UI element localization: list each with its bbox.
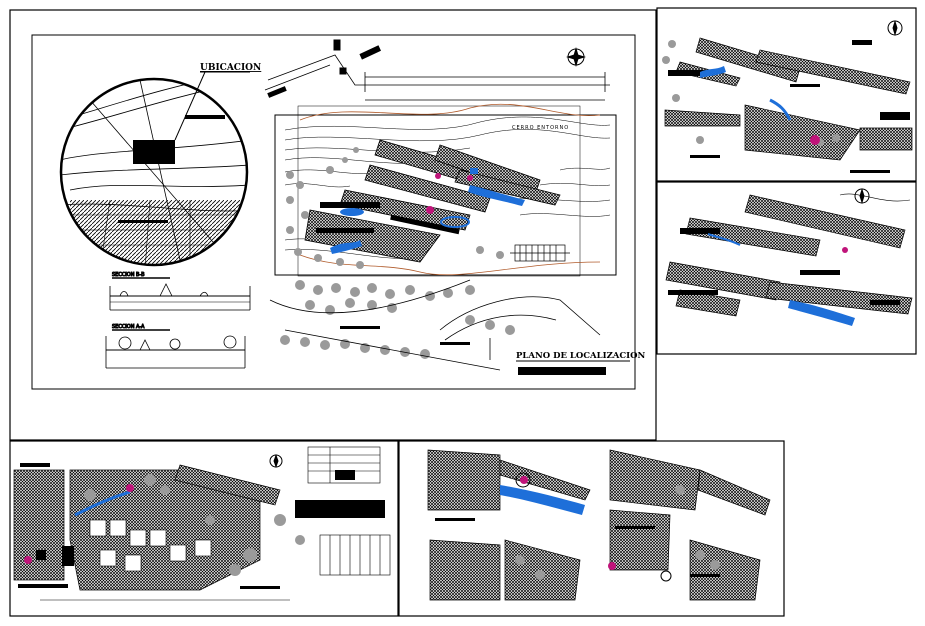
panel-bottom-right-frame xyxy=(398,440,785,617)
panel-top-right-1-frame xyxy=(656,7,917,182)
north-arrow-icon xyxy=(269,454,283,468)
detail-panel-4 xyxy=(427,449,771,601)
inner-sheet-border xyxy=(31,34,636,390)
access-road xyxy=(264,39,610,101)
section-b-b: SECCION B-B xyxy=(109,272,251,311)
ubicacion-label: UBICACION xyxy=(200,63,261,73)
detail-panel-1 xyxy=(662,20,913,173)
pond xyxy=(340,208,364,216)
panel-frames xyxy=(9,7,917,617)
north-arrow-icon xyxy=(854,188,870,204)
trees-row xyxy=(280,280,515,359)
north-arrow-icon xyxy=(566,47,586,67)
panel-top-right-2-frame xyxy=(656,181,917,355)
detail-panel-3 xyxy=(13,446,391,601)
north-arrow-icon xyxy=(887,20,903,36)
detail-panel-2 xyxy=(665,188,913,326)
section-a-label: SECCION A-A xyxy=(112,324,145,330)
location-plan-panel: UBICACION SECCION B-B SECCION A-A xyxy=(31,34,646,390)
plano-label: PLANO DE LOCALIZACION xyxy=(516,351,646,361)
lower-road xyxy=(269,279,601,371)
location-circle xyxy=(59,71,249,267)
site-plan: CERRO ENTORNO xyxy=(274,103,617,277)
panel-main-frame xyxy=(9,9,657,441)
section-b-label: SECCION B-B xyxy=(112,272,145,278)
cerro-label: CERRO ENTORNO xyxy=(512,125,569,131)
site-marker xyxy=(133,140,175,164)
panel-bottom-left-frame xyxy=(9,440,399,617)
section-a-a: SECCION A-A xyxy=(105,324,246,369)
